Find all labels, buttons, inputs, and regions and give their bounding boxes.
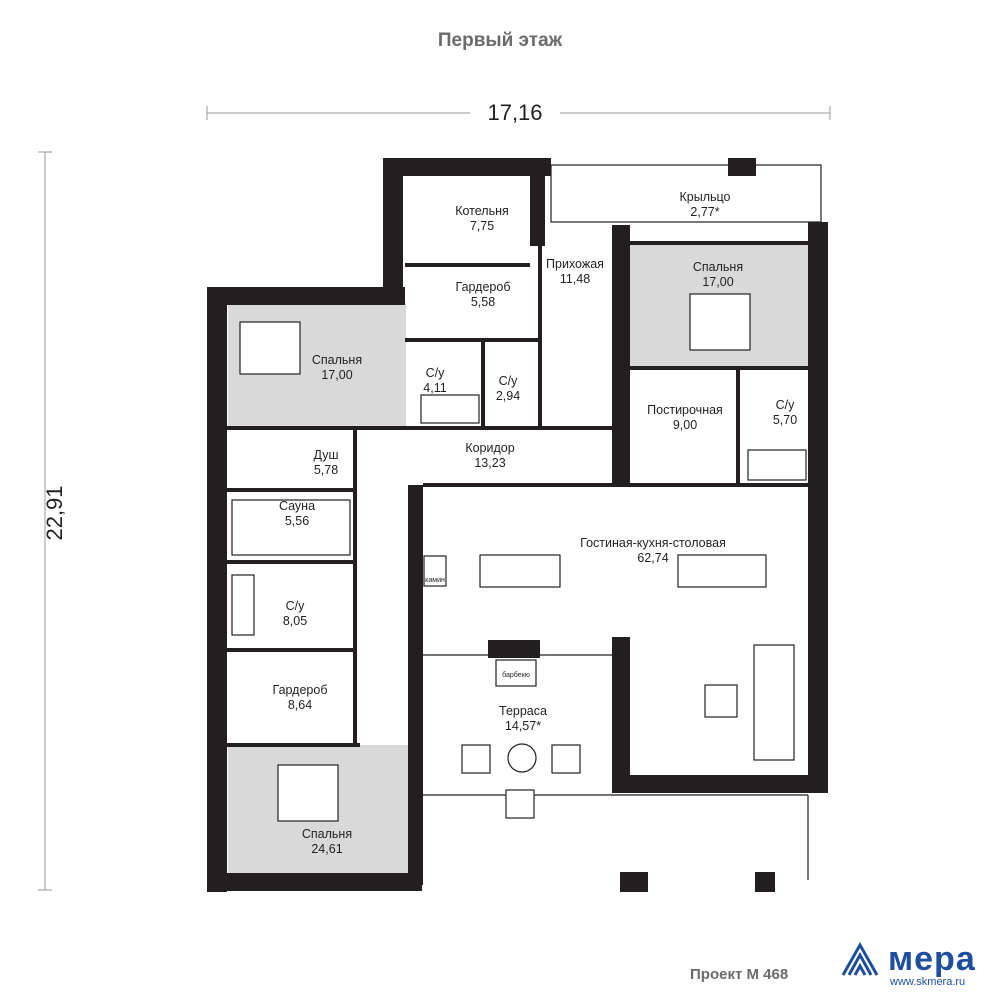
fireplace-label: камин	[425, 577, 445, 584]
bbq-label: барбекю	[502, 672, 530, 679]
furniture	[231, 293, 807, 822]
page-title: Первый этаж	[437, 30, 563, 51]
outdoor-outlines	[423, 164, 822, 880]
partitions	[227, 241, 808, 747]
brand-site: www.skmera.ru	[890, 976, 966, 988]
project-number: Проект М 468	[690, 966, 789, 983]
height-dimension: 22,91	[42, 485, 67, 541]
dimension-lines	[38, 106, 831, 891]
brand-logo: мера	[888, 940, 976, 978]
width-dimension: 17,16	[470, 100, 560, 126]
walls	[207, 158, 828, 892]
